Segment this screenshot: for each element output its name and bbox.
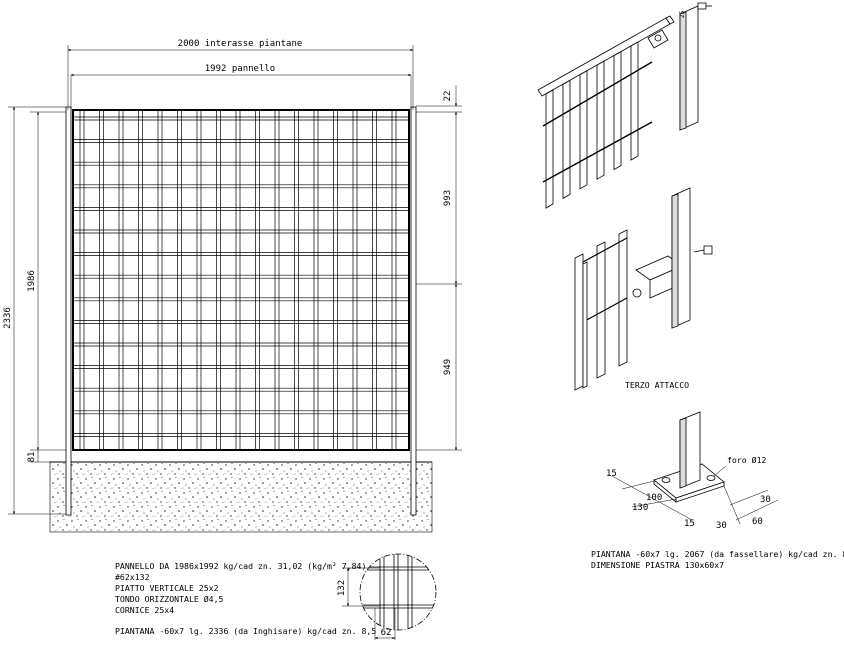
note-line-3: PIATTO VERTICALE 25x2 <box>115 583 219 593</box>
right-post <box>410 106 417 516</box>
plate-dim-30b: 30 <box>716 521 727 531</box>
dim-right-mid: 993 <box>443 190 453 206</box>
note-line-1: PANNELLO DA 1986x1992 kg/cad zn. 31,02 (… <box>115 561 366 571</box>
left-post <box>65 106 72 516</box>
plate-dim-100: 100 <box>646 493 662 503</box>
dim-top-outer: 2000 interasse piantane <box>178 39 303 49</box>
note-line-2: #62x132 <box>115 572 150 582</box>
iso-panel-bar <box>596 60 605 180</box>
mesh-panel-frame <box>72 109 410 451</box>
third-attachment-label: TERZO ATTACCO <box>625 380 689 390</box>
top-dimensions: 2000 interasse piantane 1992 pannello <box>67 39 414 110</box>
plate-dim-60: 60 <box>752 517 763 527</box>
ground-foundation <box>49 461 433 533</box>
plate-dim-15b: 15 <box>684 519 695 529</box>
dim-left-bottom: 81 <box>27 452 37 463</box>
note-line-5: CORNICE 25x4 <box>115 605 174 615</box>
iso-base-plate <box>611 411 779 525</box>
iso-top-attachment: 25 <box>537 2 712 209</box>
iso-panel-bar <box>579 70 588 190</box>
dim-right-top: 22 <box>443 91 453 102</box>
left-dimensions: 2336 1986 81 <box>3 106 66 515</box>
base-plate-note-2: DIMENSIONE PIASTRA 130x60x7 <box>591 560 724 570</box>
plate-dim-30a: 30 <box>760 495 771 505</box>
hole-label: foro Ø12 <box>727 455 767 465</box>
detail-dim-width: 62 <box>381 628 392 638</box>
mesh-grid <box>73 110 409 450</box>
dim-left-total: 2336 <box>3 307 13 329</box>
dim-left-panel: 1986 <box>27 270 37 292</box>
svg-text:25: 25 <box>679 10 686 18</box>
fence-elevation <box>49 106 433 533</box>
iso-panel-bar <box>613 50 622 171</box>
dim-right-low: 949 <box>443 359 453 375</box>
detail-dim-height: 132 <box>337 580 347 596</box>
right-dimensions: 22 993 949 <box>416 85 462 451</box>
iso-panel-bar <box>545 89 554 209</box>
mesh-detail: 132 62 <box>337 553 437 640</box>
dim-top-inner: 1992 pannello <box>205 64 275 74</box>
iso-panel-bar <box>630 41 639 161</box>
plate-dim-15a: 15 <box>606 469 617 479</box>
panel-notes: PANNELLO DA 1986x1992 kg/cad zn. 31,02 (… <box>115 561 376 636</box>
note-post: PIANTANA -60x7 lg. 2336 (da Inghisare) k… <box>115 626 376 636</box>
base-plate-note-1: PIANTANA -60x7 lg. 2067 (da fassellare) … <box>591 549 844 559</box>
plate-dim-130: 130 <box>632 503 648 513</box>
note-line-4: TONDO ORIZZONTALE Ø4,5 <box>115 594 224 604</box>
iso-panel-bar <box>562 79 571 200</box>
iso-third-attachment <box>574 187 713 391</box>
